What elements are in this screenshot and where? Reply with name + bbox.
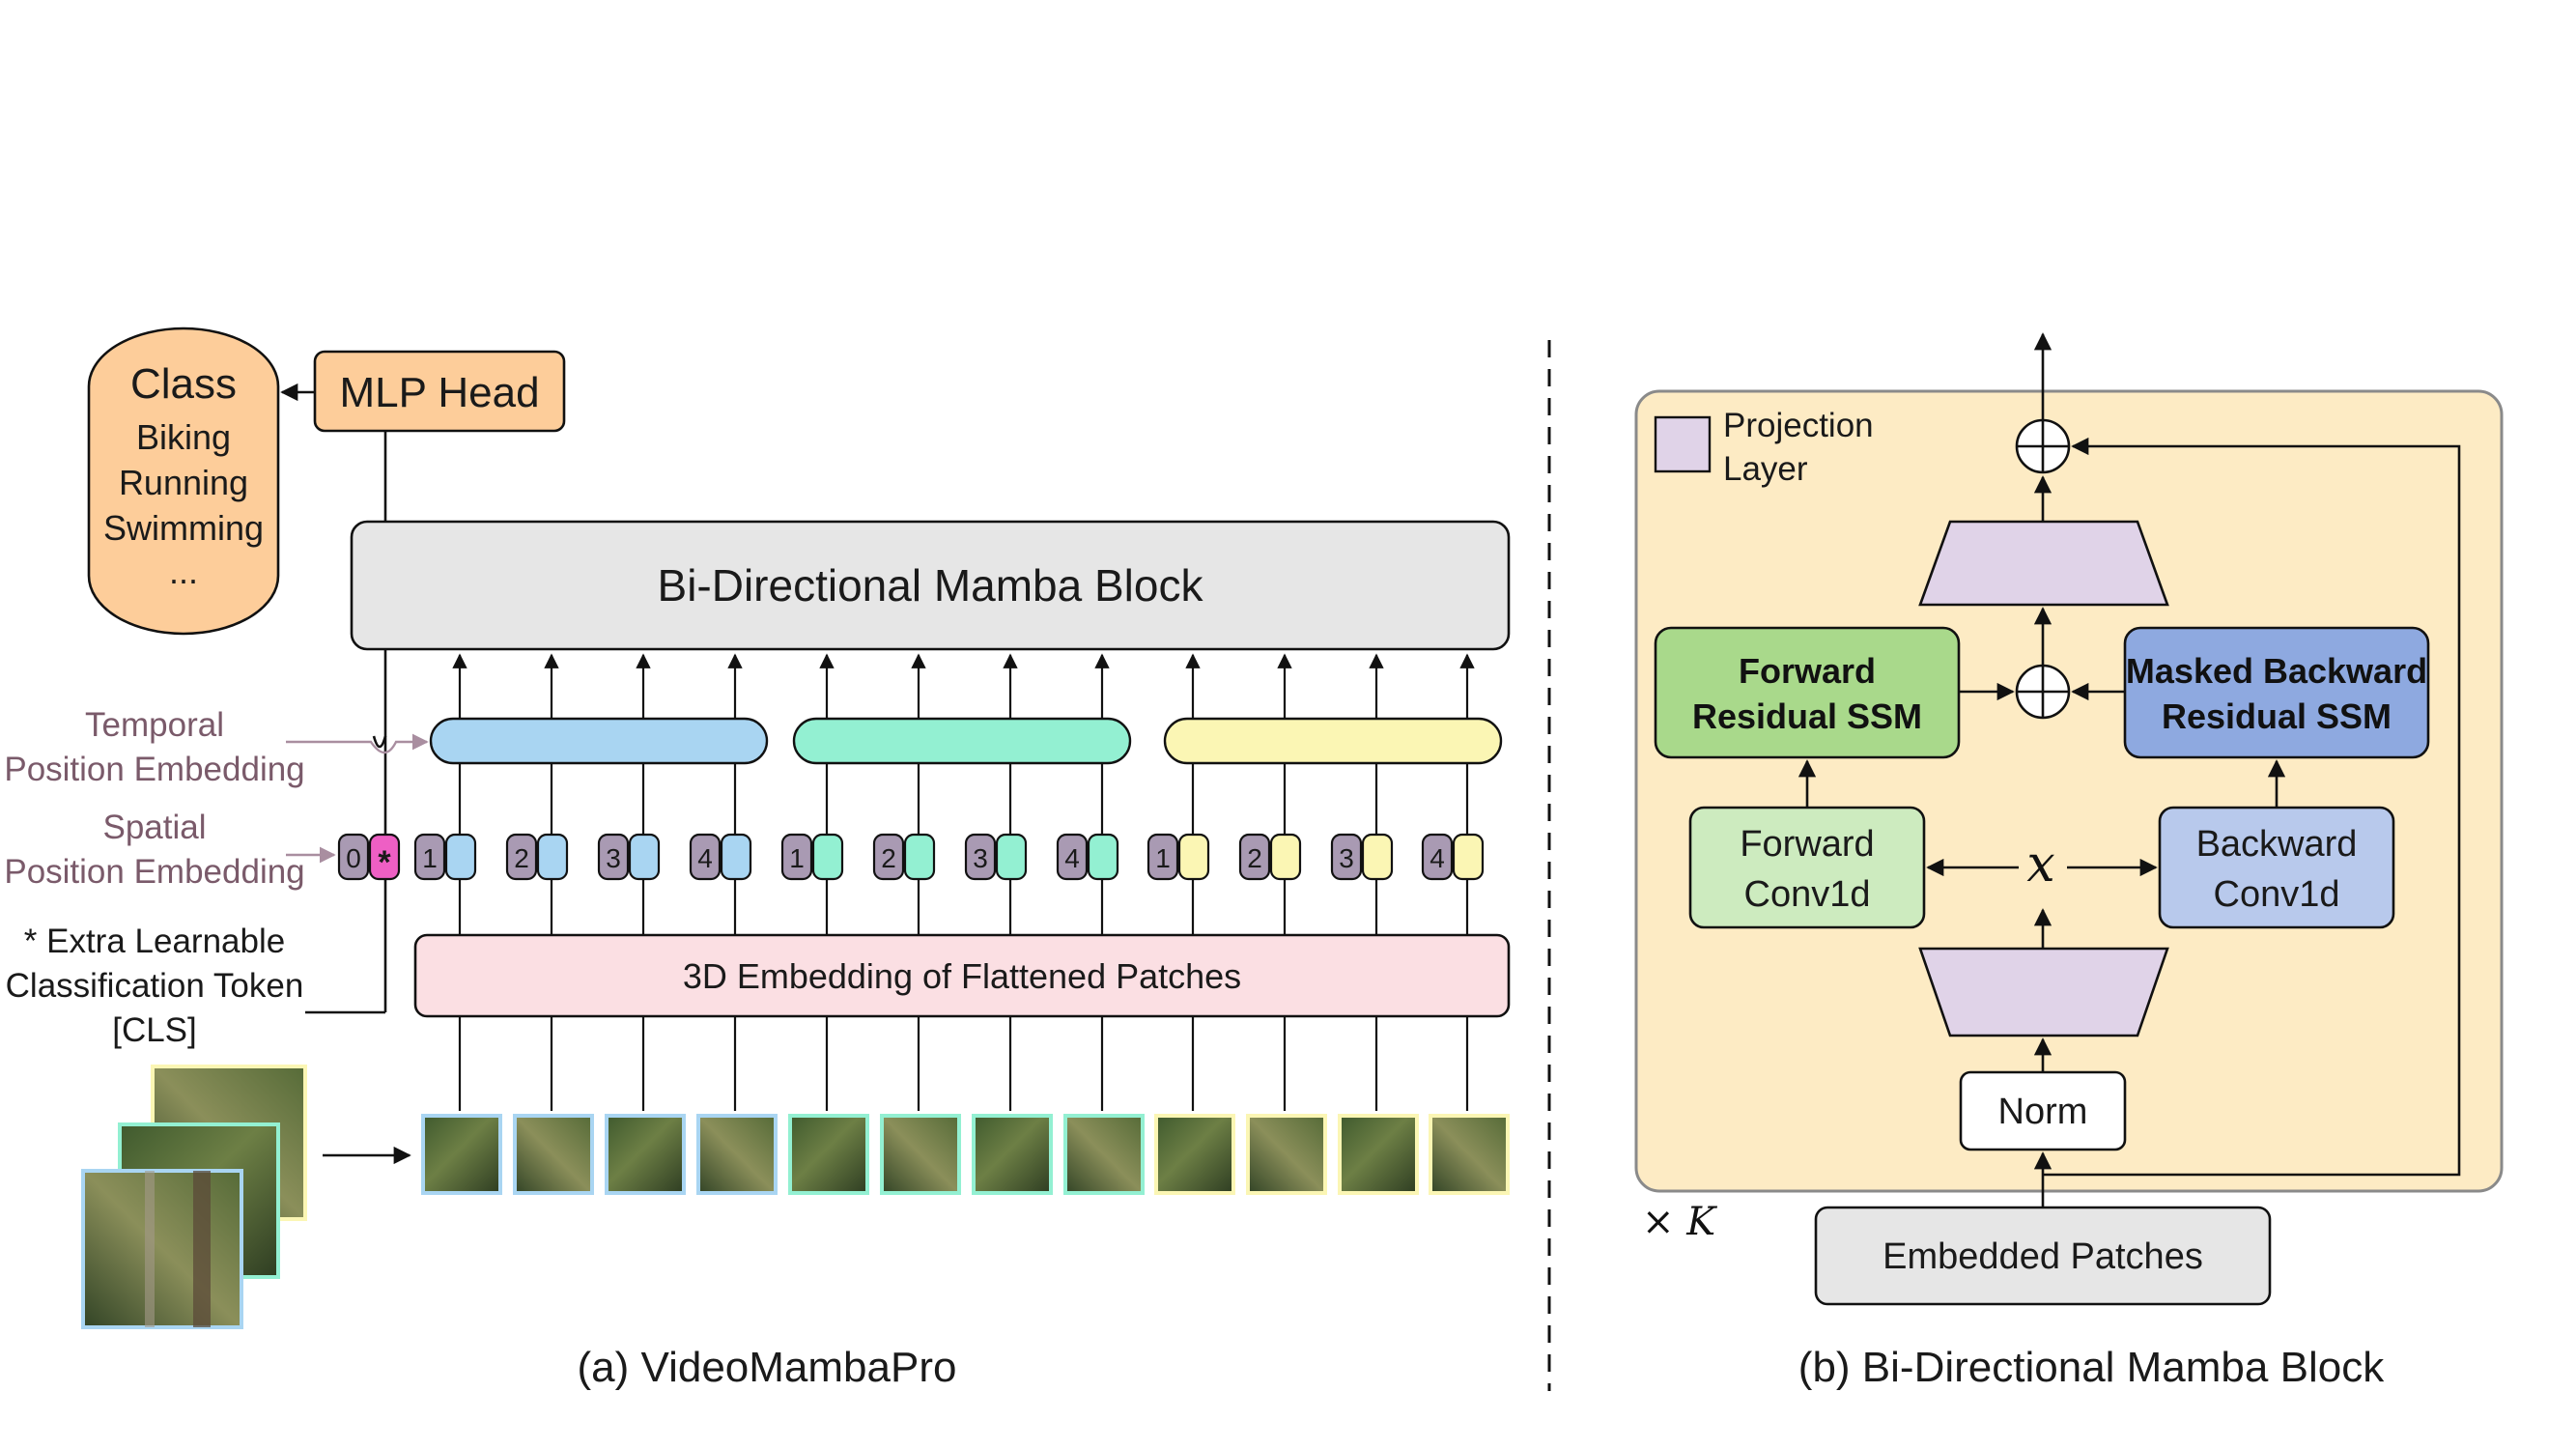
class-output-box: Class Biking Running Swimming ... <box>87 327 280 636</box>
svg-text:2: 2 <box>1247 843 1262 873</box>
legend-label: Layer <box>1723 450 1808 488</box>
patch-token: 3 <box>597 833 661 881</box>
patch-token: 3 <box>1330 833 1394 881</box>
repeat-k-label: × K <box>1642 1200 1717 1244</box>
svg-text:4: 4 <box>697 843 713 873</box>
patch-token: 4 <box>1421 833 1485 881</box>
svg-text:3: 3 <box>973 843 988 873</box>
middle-add-icon <box>2015 664 2071 720</box>
svg-text:Conv1d: Conv1d <box>2214 874 2340 915</box>
svg-text:4: 4 <box>1064 843 1080 873</box>
svg-text:Residual SSM: Residual SSM <box>2162 696 2392 736</box>
patch-token: 2 <box>505 833 569 881</box>
mlp-head-box: MLP Head <box>313 350 566 433</box>
masked-backward-residual-ssm: Masked Backward Residual SSM <box>2123 626 2430 759</box>
svg-text:Forward: Forward <box>1740 824 1874 865</box>
top-add-icon <box>2015 418 2071 474</box>
patch-token: 2 <box>1238 833 1302 881</box>
cls-note: Classification Token <box>6 967 304 1005</box>
mamba-block-label: Bi-Directional Mamba Block <box>658 560 1204 611</box>
svg-text:4: 4 <box>1430 843 1445 873</box>
cls-token-pair: 0 * <box>337 833 401 881</box>
patch-token: 4 <box>1056 833 1119 881</box>
forward-residual-ssm: Forward Residual SSM <box>1654 626 1961 759</box>
cls-column-line-upper <box>372 649 387 749</box>
class-item: Running <box>119 463 248 502</box>
norm-box: Norm <box>1959 1070 2127 1151</box>
temporal-embedding-label: Position Embedding <box>4 751 304 788</box>
svg-text:Conv1d: Conv1d <box>1744 874 1871 915</box>
patch-thumbnails <box>421 1114 1510 1195</box>
svg-text:1: 1 <box>1155 843 1171 873</box>
class-item: Swimming <box>103 508 264 548</box>
svg-text:*: * <box>378 844 391 881</box>
backward-conv1d: Backward Conv1d <box>2158 806 2395 929</box>
patch-token: 2 <box>872 833 936 881</box>
legend-swatch <box>1654 415 1712 473</box>
temporal-embedding-group-3 <box>1163 717 1503 765</box>
patch-token: 1 <box>780 833 844 881</box>
residual-connection <box>2043 437 2461 1177</box>
norm-label: Norm <box>1998 1092 2088 1132</box>
embedded-patches-box: Embedded Patches <box>1814 1206 2272 1306</box>
lower-projection-layer <box>1918 947 2169 1037</box>
svg-text:Masked Backward: Masked Backward <box>2126 651 2427 691</box>
cls-note: [CLS] <box>112 1011 197 1049</box>
temporal-embedding-group-2 <box>792 717 1132 765</box>
cls-note: * Extra Learnable <box>24 923 285 960</box>
class-item: Biking <box>136 417 231 457</box>
temporal-embedding-group-1 <box>429 717 769 765</box>
svg-text:Residual SSM: Residual SSM <box>1692 696 1922 736</box>
patch-token: 3 <box>964 833 1028 881</box>
forward-conv1d: Forward Conv1d <box>1688 806 1926 929</box>
svg-text:0: 0 <box>346 843 361 873</box>
embedded-patches-label: Embedded Patches <box>1882 1236 2203 1277</box>
token-group-blue: 1 2 3 4 <box>413 833 752 881</box>
caption-b: (b) Bi-Directional Mamba Block <box>1798 1344 2385 1391</box>
spatial-embedding-label: Spatial <box>102 809 206 846</box>
svg-text:2: 2 <box>514 843 529 873</box>
x-symbol: x <box>2026 836 2054 894</box>
mamba-block-box: Bi-Directional Mamba Block <box>350 520 1511 651</box>
token-group-yellow: 1 2 3 4 <box>1146 833 1485 881</box>
class-title: Class <box>130 360 237 408</box>
svg-text:3: 3 <box>606 843 621 873</box>
patch-token: 4 <box>689 833 752 881</box>
svg-text:1: 1 <box>422 843 438 873</box>
temporal-embedding-label: Temporal <box>85 706 224 744</box>
svg-text:1: 1 <box>789 843 805 873</box>
input-video-frames <box>81 1065 307 1329</box>
svg-text:3: 3 <box>1339 843 1354 873</box>
svg-text:Backward: Backward <box>2196 824 2358 865</box>
svg-text:Forward: Forward <box>1739 651 1876 691</box>
temporal-label-arrow <box>286 733 429 754</box>
mlp-head-label: MLP Head <box>339 369 539 416</box>
token-group-green: 1 2 3 4 <box>780 833 1119 881</box>
svg-text:2: 2 <box>881 843 896 873</box>
upper-projection-layer <box>1918 520 2169 607</box>
patch-token: 1 <box>413 833 477 881</box>
class-item: ... <box>169 552 198 591</box>
caption-a: (a) VideoMambaPro <box>578 1344 957 1391</box>
patch-token: 1 <box>1146 833 1210 881</box>
mamba-block-panel <box>1634 389 2504 1193</box>
spatial-embedding-label: Position Embedding <box>4 853 304 891</box>
embedding-box: 3D Embedding of Flattened Patches <box>413 933 1511 1018</box>
legend-label: Projection <box>1723 407 1874 444</box>
embedding-label: 3D Embedding of Flattened Patches <box>683 956 1241 996</box>
